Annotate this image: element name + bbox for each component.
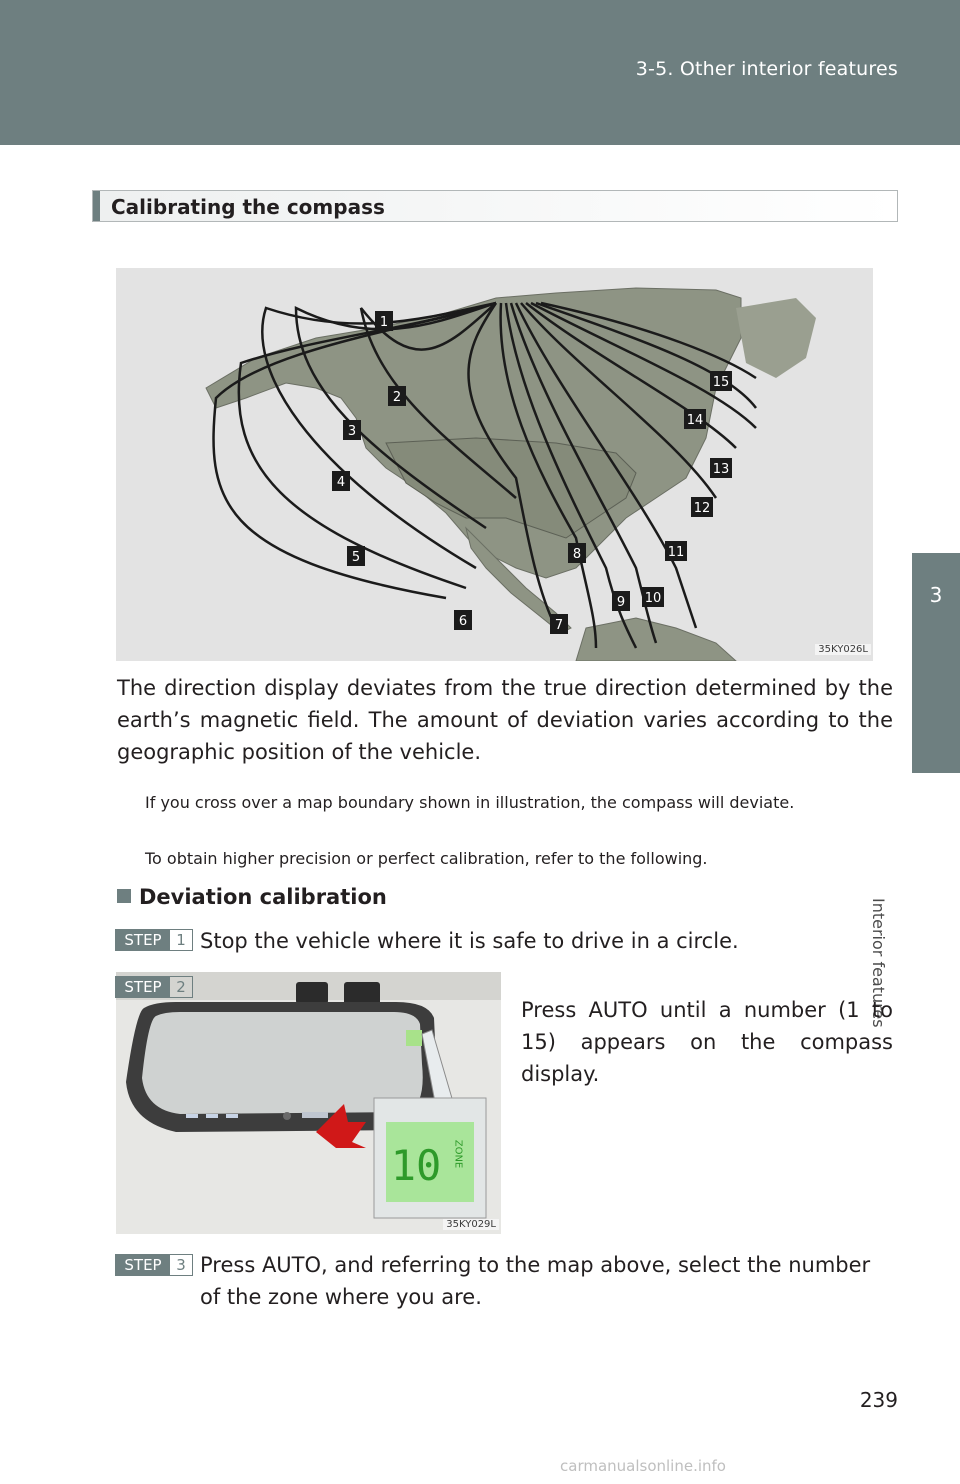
step-2-text: Press AUTO until a number (1 to 15) appe… — [521, 998, 893, 1086]
svg-text:7: 7 — [555, 618, 563, 633]
step-label: STEP — [116, 977, 170, 997]
step-3-badge: STEP 3 — [115, 1254, 193, 1276]
map-image-code: 35KY026L — [815, 644, 871, 655]
zone-label: 4 — [332, 471, 350, 491]
zone-label: 8 — [568, 543, 586, 563]
page-number: 239 — [859, 1388, 898, 1412]
note-deviation: If you cross over a map boundary shown i… — [145, 793, 795, 812]
svg-text:13: 13 — [713, 462, 730, 477]
step-number: 2 — [176, 978, 186, 996]
zone-map-illustration: 1 2 3 4 5 6 7 8 9 10 11 12 13 14 15 35KY… — [116, 268, 873, 661]
body-paragraph: The direction display deviates from the … — [117, 676, 893, 764]
svg-text:8: 8 — [573, 547, 581, 562]
subheading: Deviation calibration — [117, 885, 387, 909]
mirror-image-code: 35KY029L — [443, 1219, 499, 1230]
step-2-badge: STEP 2 — [115, 976, 193, 998]
svg-text:10: 10 — [391, 1141, 442, 1190]
zone-label: 3 — [343, 420, 361, 440]
zone-label: 13 — [710, 458, 732, 478]
step-number: 3 — [176, 1256, 186, 1274]
chapter-number: 3 — [929, 583, 943, 607]
zone-map-svg: 1 2 3 4 5 6 7 8 9 10 11 12 13 14 15 — [116, 268, 873, 661]
zone-label: 15 — [710, 371, 732, 391]
usa-landmass — [385, 437, 637, 539]
zone-label: 1 — [375, 311, 393, 331]
zone-label: 14 — [684, 409, 706, 429]
svg-text:3: 3 — [348, 424, 356, 439]
step-label: STEP — [116, 1255, 170, 1275]
step-number: 1 — [176, 931, 186, 949]
svg-text:14: 14 — [687, 413, 704, 428]
note-precision: To obtain higher precision or perfect ca… — [145, 849, 708, 868]
zone-label: 5 — [347, 546, 365, 566]
svg-text:ZONE: ZONE — [453, 1140, 464, 1169]
zone-label: 11 — [665, 541, 687, 561]
section-heading: 3-5. Other interior features — [635, 58, 898, 80]
svg-text:15: 15 — [713, 375, 730, 390]
step-3-text: Press AUTO, and referring to the map abo… — [200, 1253, 871, 1309]
svg-text:10: 10 — [645, 591, 662, 606]
watermark: carmanualsonline.info — [560, 1457, 726, 1475]
zone-label: 10 — [642, 587, 664, 607]
page-header: 3-5. Other interior features — [0, 0, 960, 145]
svg-text:4: 4 — [337, 475, 345, 490]
subheading-marker — [117, 889, 131, 903]
section-title: Calibrating the compass — [111, 195, 385, 219]
step-1-text: Stop the vehicle where it is safe to dri… — [200, 929, 739, 953]
svg-text:1: 1 — [380, 315, 388, 330]
subheading-text: Deviation calibration — [139, 885, 387, 909]
section-title-bar: Calibrating the compass — [92, 190, 898, 222]
svg-text:5: 5 — [352, 550, 360, 565]
zone-labels: 1 2 3 4 5 6 7 8 9 10 11 12 13 14 15 — [332, 311, 732, 634]
svg-text:6: 6 — [459, 614, 467, 629]
zone-label: 2 — [388, 386, 406, 406]
title-marker — [93, 191, 100, 221]
svg-text:2: 2 — [393, 390, 401, 405]
chapter-tab: 3 — [912, 553, 960, 773]
greenland — [736, 298, 816, 378]
mirror-svg: 10 ZONE — [116, 972, 501, 1234]
svg-text:11: 11 — [668, 545, 685, 560]
step-label: STEP — [116, 930, 170, 950]
rearview-mirror-illustration: 10 ZONE 35KY029L — [116, 972, 501, 1234]
svg-text:12: 12 — [694, 501, 711, 516]
zone-label: 12 — [691, 497, 713, 517]
zone-label: 7 — [550, 614, 568, 634]
step-1-badge: STEP 1 — [115, 929, 193, 951]
zone-label: 6 — [454, 610, 472, 630]
svg-text:9: 9 — [617, 595, 625, 610]
zone-boundaries — [212, 301, 757, 649]
zone-label: 9 — [612, 591, 630, 611]
